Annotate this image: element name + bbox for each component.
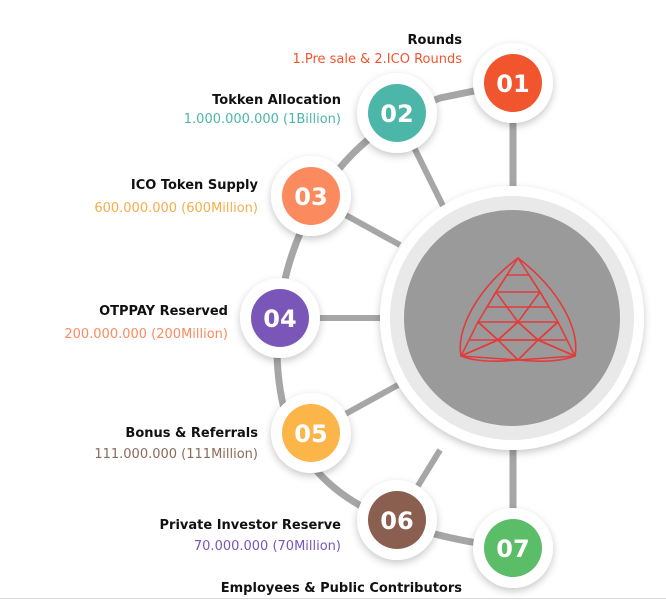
step-title-02: Tokken Allocation <box>212 93 341 108</box>
step-value-02: 1.000.000.000 (1Billion) <box>183 112 341 127</box>
step-number-01: 01 <box>496 70 529 98</box>
step-circle-03-fill <box>282 167 340 225</box>
step-circle-04-fill <box>251 289 309 347</box>
step-number-03: 03 <box>294 183 327 211</box>
step-circle-06: 06 <box>357 480 437 560</box>
step-value-05: 111.000.000 (111Million) <box>94 447 258 462</box>
step-number-06: 06 <box>380 507 413 535</box>
step-number-02: 02 <box>380 100 413 128</box>
step-value-03: 600.000.000 (600Million) <box>94 201 258 216</box>
step-number-07: 07 <box>496 535 529 563</box>
step-circle-03: 03 <box>271 156 351 236</box>
step-circle-05-fill <box>282 404 340 462</box>
step-circle-01-fill <box>484 54 542 112</box>
step-title-05: Bonus & Referrals <box>125 426 258 441</box>
step-title-01: Rounds <box>407 33 463 48</box>
step-circle-05: 05 <box>271 393 351 473</box>
step-circle-02: 02 <box>357 73 437 153</box>
step-title-07: Employees & Public Contributors <box>220 581 462 596</box>
step-value-01: 1.Pre sale & 2.ICO Rounds <box>292 52 462 67</box>
step-circle-04: 04 <box>240 278 320 358</box>
triangular-mesh-logo <box>459 257 577 362</box>
step-circle-07: 07 <box>473 508 553 588</box>
step-number-05: 05 <box>294 420 327 448</box>
bottom-divider <box>0 598 666 599</box>
step-value-04: 200.000.000 (200Million) <box>64 327 228 342</box>
step-title-04: OTPPAY Reserved <box>99 304 228 319</box>
step-circle-07-fill <box>484 519 542 577</box>
step-number-04: 04 <box>263 305 296 333</box>
step-circle-02-fill <box>368 84 426 142</box>
step-title-03: ICO Token Supply <box>130 178 258 193</box>
step-circle-01: 01 <box>473 43 553 123</box>
step-circle-06-fill <box>368 491 426 549</box>
step-title-06: Private Investor Reserve <box>159 518 342 533</box>
step-value-06: 70.000.000 (70Million) <box>193 539 341 554</box>
center-hub <box>380 186 644 450</box>
